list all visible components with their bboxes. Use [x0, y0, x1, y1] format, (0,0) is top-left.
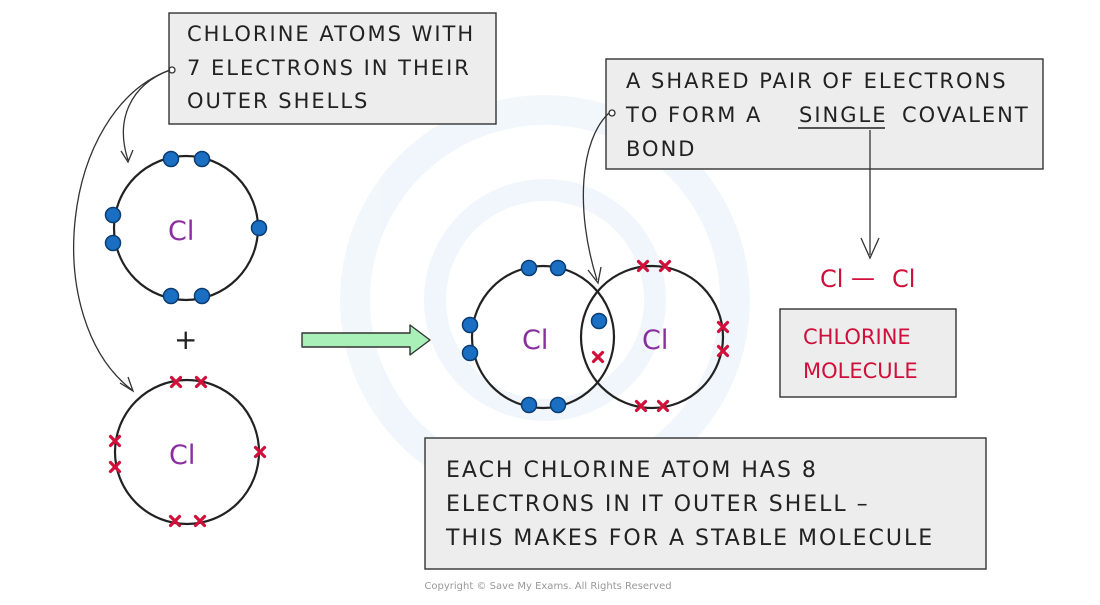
pointer-dot: [608, 109, 616, 117]
reaction-arrow: [301, 324, 431, 356]
note-line-1: A SHARED PAIR OF ELECTRONS: [626, 69, 1008, 93]
molecule-label-box: CHLORINE MOLECULE: [779, 308, 957, 398]
single-word: SINGLE: [799, 103, 887, 127]
note-line-2: TO FORM A: [625, 103, 762, 127]
note-line-3: BOND: [626, 137, 696, 161]
note-line-1: CHLORINE ATOMS WITH: [187, 22, 475, 46]
element-symbol: Cl: [522, 325, 548, 356]
plus-sign: +: [174, 323, 197, 356]
element-symbol: Cl: [168, 216, 194, 247]
arrow-to-top-atom: [122, 69, 171, 161]
molecule-label-line-1: CHLORINE: [803, 325, 911, 349]
chlorine-atom-red: Cl: [108, 375, 267, 528]
electron-dots: [104, 150, 268, 305]
note-line-1: EACH CHLORINE ATOM HAS 8: [446, 458, 818, 483]
note-line-2: 7 ELECTRONS IN THEIR: [187, 56, 471, 80]
chlorine-atom-blue: Cl: [104, 150, 268, 305]
molecule-label-line-2: MOLECULE: [803, 359, 918, 383]
arrow-to-bottom-atom: [73, 69, 171, 391]
element-symbol: Cl: [642, 325, 668, 356]
copyright-text: Copyright © Save My Exams. All Rights Re…: [424, 581, 671, 592]
chlorine-molecule-diagram: Cl Cl: [461, 259, 730, 414]
note-line-2: ELECTRONS IN IT OUTER SHELL –: [446, 492, 870, 517]
element-symbol: Cl: [169, 440, 195, 471]
note-each-atom: EACH CHLORINE ATOM HAS 8 ELECTRONS IN IT…: [424, 437, 987, 570]
note-word-covalent: COVALENT: [902, 103, 1030, 127]
note-chlorine-atoms: CHLORINE ATOMS WITH 7 ELECTRONS IN THEIR…: [168, 12, 497, 125]
molecule-formula: Cl — Cl: [820, 264, 915, 293]
note-line-3: OUTER SHELLS: [187, 89, 369, 113]
formula-right: Cl: [892, 265, 915, 293]
note-line-3: THIS MAKES FOR A STABLE MOLECULE: [445, 526, 934, 551]
arrow-to-shared-pair: [582, 112, 610, 281]
note-shared-pair: A SHARED PAIR OF ELECTRONS TO FORM A SIN…: [605, 58, 1044, 170]
electron-dots: [461, 259, 608, 414]
bond-dash: —: [851, 264, 875, 292]
formula-left: Cl: [820, 265, 843, 293]
